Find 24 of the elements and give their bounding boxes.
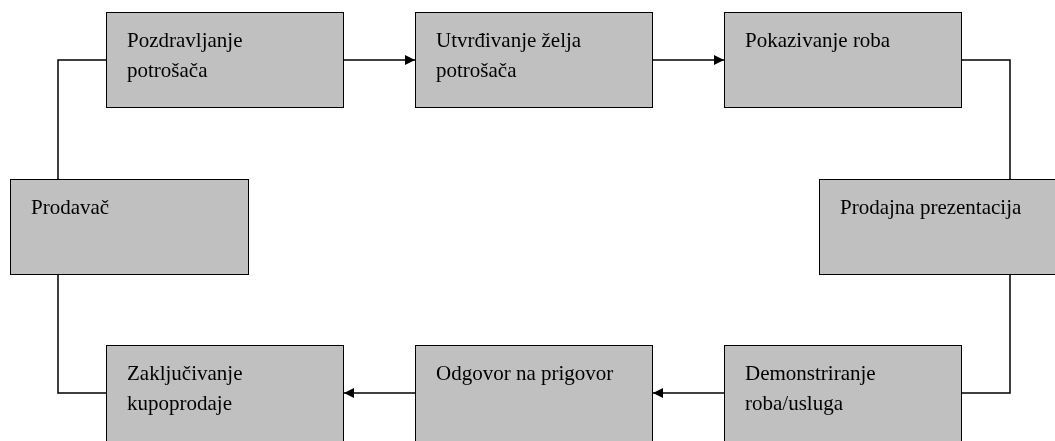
process-box	[415, 12, 653, 108]
arrow	[652, 55, 725, 65]
box-label: Pokazivanje roba	[745, 27, 892, 54]
process-box	[724, 12, 962, 108]
arrow	[652, 388, 725, 398]
box-label: Zaključivanje kupoprodaje	[127, 360, 244, 417]
process-box	[10, 179, 249, 275]
arrow	[343, 55, 416, 65]
process-box	[106, 345, 344, 441]
process-box	[415, 345, 653, 441]
box-label: Prodajna prezentacija	[840, 194, 1023, 221]
process-box	[724, 345, 962, 441]
process-box	[106, 12, 344, 108]
arrow	[343, 388, 416, 398]
box-label: Utvrđivanje želja potrošača	[436, 27, 583, 84]
process-box	[819, 179, 1055, 275]
box-label: Prodavač	[31, 194, 111, 221]
box-label: Pozdravljanje potrošača	[127, 27, 244, 84]
connector-line	[961, 59, 1011, 180]
connector-line	[961, 274, 1011, 394]
connector-line	[57, 59, 107, 180]
box-label: Odgovor na prigovor	[436, 360, 615, 387]
box-label: Demonstriranje roba/usluga	[745, 360, 877, 417]
connector-line	[57, 274, 107, 394]
